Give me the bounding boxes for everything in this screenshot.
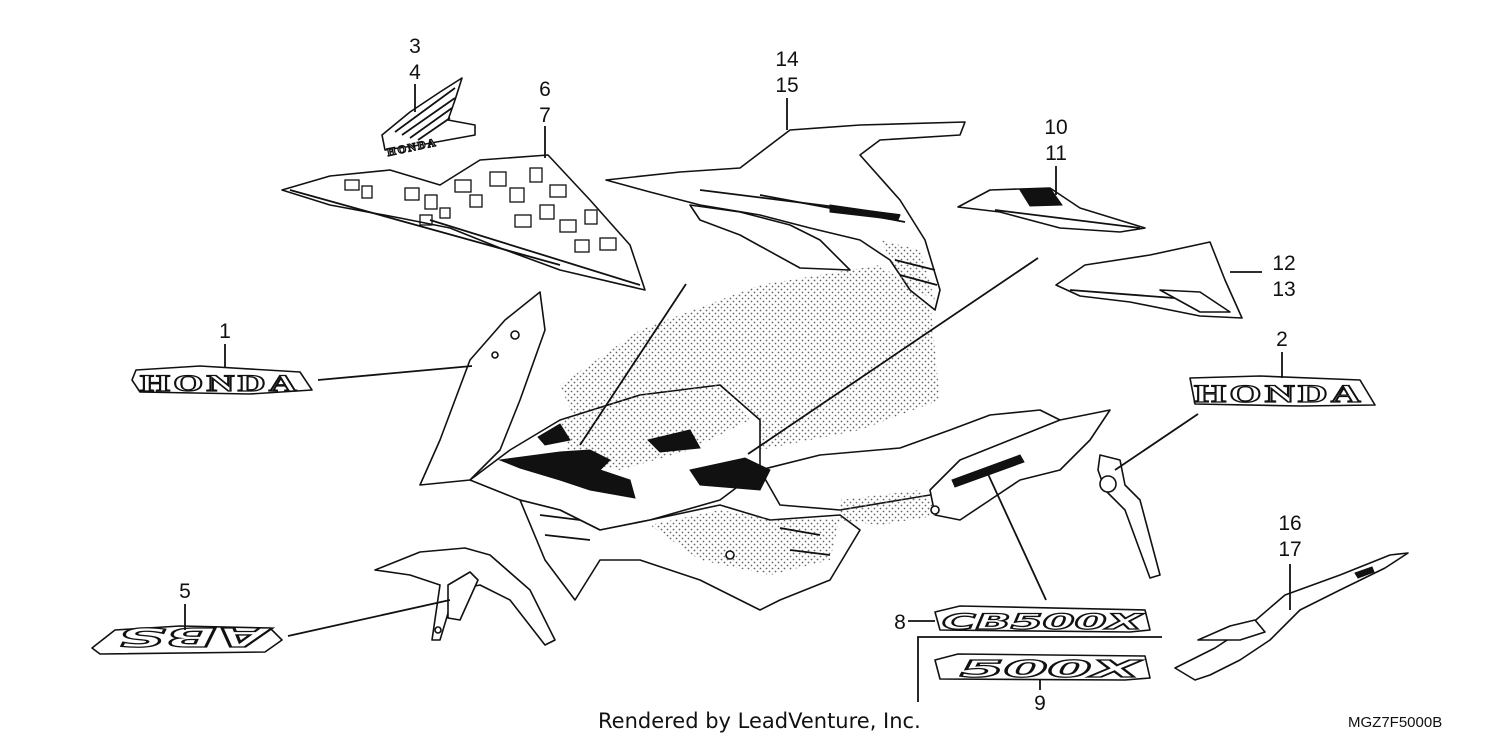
decal-model-8: CB500X [934,605,1151,635]
callout-13: 13 [1272,278,1295,301]
decal-model-9: 500X [934,653,1151,684]
callout-3: 3 [409,35,421,58]
callout-11: 11 [1045,142,1067,165]
callout-8: 8 [894,611,906,634]
honda-left-text: HONDA [140,371,300,396]
decal-side-panel-6-7 [281,154,646,291]
decal-10-11 [957,187,1146,233]
decal-honda-1: HONDA [131,365,313,397]
decal-tank-stripe-14-15 [605,121,966,311]
callout-4: 4 [409,61,421,84]
callout-numbers: 3 4 6 7 14 15 10 11 12 13 1 2 5 8 9 16 1… [179,35,1302,715]
callout-6: 6 [539,78,551,101]
honda-right-text: HONDA [1194,381,1364,408]
model-9-text: 500X [960,657,1143,683]
callout-5: 5 [179,580,191,603]
decal-honda-wing-3-4: HONDA [381,77,476,160]
decal-12-13 [1055,241,1243,319]
motorcycle-fairing [419,265,1161,611]
callout-15: 15 [775,74,798,97]
callout-7: 7 [539,104,551,127]
callout-2: 2 [1276,328,1288,351]
rendered-by-credit: Rendered by LeadVenture, Inc. [598,709,921,733]
decal-abs-5: ABS [91,620,283,655]
model-8-text: CB500X [942,610,1146,634]
callout-12: 12 [1272,252,1295,275]
callout-1: 1 [219,320,231,343]
callout-17: 17 [1278,538,1301,561]
decal-honda-2: HONDA [1189,375,1376,409]
decal-stripe-16-17 [1174,552,1409,681]
front-fender [374,547,556,646]
callout-9: 9 [1034,692,1046,715]
callout-16: 16 [1278,512,1301,535]
leader-lines [184,84,1291,702]
abs-text: ABS [118,621,273,651]
callout-10: 10 [1044,116,1067,139]
diagram-code: MGZ7F5000B [1348,714,1443,731]
callout-14: 14 [775,48,799,71]
